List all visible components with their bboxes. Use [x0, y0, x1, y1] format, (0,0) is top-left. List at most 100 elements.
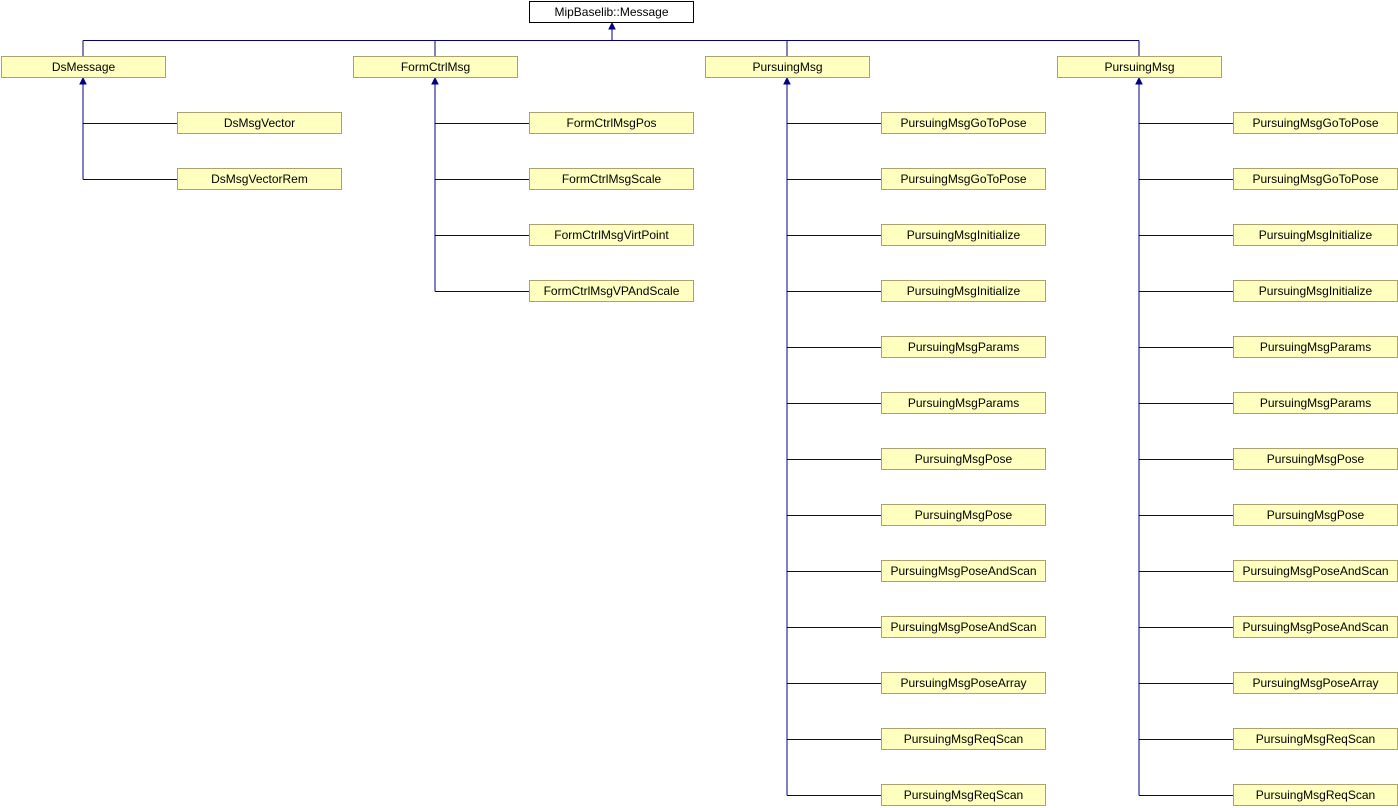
child-class-node-3-3[interactable]: PursuingMsgInitialize: [1233, 280, 1398, 302]
child-class-node-2-3-label: PursuingMsgInitialize: [907, 284, 1021, 298]
root-arrowhead: [608, 21, 616, 30]
child-class-node-2-8[interactable]: PursuingMsgPoseAndScan: [881, 560, 1046, 582]
child-class-node-1-3-box: [529, 280, 694, 302]
child-class-node-1-0-label: FormCtrlMsgPos: [566, 116, 656, 130]
child-class-node-3-2-label: PursuingMsgInitialize: [1259, 228, 1373, 242]
child-class-node-2-1-label: PursuingMsgGoToPose: [900, 172, 1026, 186]
child-class-node-1-3-label: FormCtrlMsgVPAndScale: [544, 284, 680, 298]
child-class-node-1-2[interactable]: FormCtrlMsgVirtPoint: [529, 224, 694, 246]
child-class-node-3-3-label: PursuingMsgInitialize: [1259, 284, 1373, 298]
child-class-node-2-7[interactable]: PursuingMsgPose: [881, 504, 1046, 526]
child-class-node-3-10-label: PursuingMsgPoseArray: [1252, 676, 1378, 690]
child-class-node-2-2[interactable]: PursuingMsgInitialize: [881, 224, 1046, 246]
parent-class-node-2[interactable]: PursuingMsg: [705, 56, 870, 78]
parent-class-node-1[interactable]: FormCtrlMsg: [353, 56, 518, 78]
child-class-node-2-0[interactable]: PursuingMsgGoToPose: [881, 112, 1046, 134]
child-class-node-2-9-label: PursuingMsgPoseAndScan: [890, 620, 1036, 634]
child-class-node-2-6[interactable]: PursuingMsgPose: [881, 448, 1046, 470]
parent-arrowhead-1: [431, 76, 439, 85]
parent-class-node-2-box: [705, 56, 870, 78]
parent-arrowhead-0: [79, 76, 87, 85]
parent-class-node-3-box: [1057, 56, 1222, 78]
root-class-node-box: [529, 1, 694, 23]
child-class-node-2-3[interactable]: PursuingMsgInitialize: [881, 280, 1046, 302]
child-class-node-3-6[interactable]: PursuingMsgPose: [1233, 448, 1398, 470]
child-class-node-2-6-label: PursuingMsgPose: [915, 452, 1013, 466]
child-class-node-0-1-box: [177, 168, 342, 190]
child-class-node-1-0[interactable]: FormCtrlMsgPos: [529, 112, 694, 134]
parent-class-node-0[interactable]: DsMessage: [1, 56, 166, 78]
child-class-node-2-6-box: [881, 448, 1046, 470]
child-class-node-1-2-label: FormCtrlMsgVirtPoint: [554, 228, 669, 242]
child-class-node-3-12[interactable]: PursuingMsgReqScan: [1233, 784, 1398, 806]
child-class-node-2-0-label: PursuingMsgGoToPose: [900, 116, 1026, 130]
child-class-node-2-10[interactable]: PursuingMsgPoseArray: [881, 672, 1046, 694]
child-class-node-2-2-box: [881, 224, 1046, 246]
child-class-node-2-1-box: [881, 168, 1046, 190]
inheritance-edges: [79, 21, 1233, 796]
child-class-node-2-2-label: PursuingMsgInitialize: [907, 228, 1021, 242]
parent-arrowhead-2: [783, 76, 791, 85]
child-class-node-3-7[interactable]: PursuingMsgPose: [1233, 504, 1398, 526]
child-class-node-1-2-box: [529, 224, 694, 246]
child-class-node-2-3-box: [881, 280, 1046, 302]
child-class-node-3-1[interactable]: PursuingMsgGoToPose: [1233, 168, 1398, 190]
root-class-node-label: MipBaselib::Message: [554, 5, 668, 19]
child-class-node-3-9-label: PursuingMsgPoseAndScan: [1242, 620, 1388, 634]
parent-class-node-0-box: [1, 56, 166, 78]
child-class-node-2-8-box: [881, 560, 1046, 582]
child-class-node-3-11-label: PursuingMsgReqScan: [1256, 732, 1375, 746]
child-class-node-2-9-box: [881, 616, 1046, 638]
child-class-node-1-1-box: [529, 168, 694, 190]
child-class-node-2-4-box: [881, 336, 1046, 358]
child-class-node-2-0-box: [881, 112, 1046, 134]
child-class-node-3-0-label: PursuingMsgGoToPose: [1252, 116, 1378, 130]
child-class-node-3-5-label: PursuingMsgParams: [1260, 396, 1371, 410]
child-class-node-3-10[interactable]: PursuingMsgPoseArray: [1233, 672, 1398, 694]
child-class-node-2-4-label: PursuingMsgParams: [908, 340, 1019, 354]
child-class-node-0-0-box: [177, 112, 342, 134]
parent-class-node-1-label: FormCtrlMsg: [401, 60, 470, 74]
child-class-node-2-11-box: [881, 728, 1046, 750]
child-class-node-1-0-box: [529, 112, 694, 134]
child-class-node-2-10-label: PursuingMsgPoseArray: [900, 676, 1026, 690]
parent-class-node-3-label: PursuingMsg: [1104, 60, 1174, 74]
child-class-node-3-2[interactable]: PursuingMsgInitialize: [1233, 224, 1398, 246]
child-class-node-2-5[interactable]: PursuingMsgParams: [881, 392, 1046, 414]
child-class-node-3-1-label: PursuingMsgGoToPose: [1252, 172, 1378, 186]
child-class-node-2-1[interactable]: PursuingMsgGoToPose: [881, 168, 1046, 190]
child-class-node-3-0[interactable]: PursuingMsgGoToPose: [1233, 112, 1398, 134]
child-class-node-2-11[interactable]: PursuingMsgReqScan: [881, 728, 1046, 750]
child-class-node-3-8-label: PursuingMsgPoseAndScan: [1242, 564, 1388, 578]
child-class-node-2-12[interactable]: PursuingMsgReqScan: [881, 784, 1046, 806]
child-class-node-3-11[interactable]: PursuingMsgReqScan: [1233, 728, 1398, 750]
parent-class-node-2-label: PursuingMsg: [752, 60, 822, 74]
child-class-node-2-4[interactable]: PursuingMsgParams: [881, 336, 1046, 358]
child-class-node-2-7-label: PursuingMsgPose: [915, 508, 1013, 522]
child-class-node-1-1[interactable]: FormCtrlMsgScale: [529, 168, 694, 190]
child-class-node-1-3[interactable]: FormCtrlMsgVPAndScale: [529, 280, 694, 302]
child-class-node-3-7-label: PursuingMsgPose: [1267, 508, 1365, 522]
parent-class-node-3[interactable]: PursuingMsg: [1057, 56, 1222, 78]
child-class-node-0-1[interactable]: DsMsgVectorRem: [177, 168, 342, 190]
child-class-node-3-4[interactable]: PursuingMsgParams: [1233, 336, 1398, 358]
child-class-node-3-8[interactable]: PursuingMsgPoseAndScan: [1233, 560, 1398, 582]
child-class-node-0-0-label: DsMsgVector: [224, 116, 295, 130]
child-class-node-2-12-box: [881, 784, 1046, 806]
child-class-node-2-10-box: [881, 672, 1046, 694]
child-class-node-2-7-box: [881, 504, 1046, 526]
child-class-node-3-12-label: PursuingMsgReqScan: [1256, 788, 1375, 802]
child-class-node-2-8-label: PursuingMsgPoseAndScan: [890, 564, 1036, 578]
child-class-node-2-5-box: [881, 392, 1046, 414]
parent-class-node-0-label: DsMessage: [52, 60, 116, 74]
child-class-node-0-0[interactable]: DsMsgVector: [177, 112, 342, 134]
child-class-node-3-9[interactable]: PursuingMsgPoseAndScan: [1233, 616, 1398, 638]
child-class-node-2-11-label: PursuingMsgReqScan: [904, 732, 1023, 746]
root-class-node[interactable]: MipBaselib::Message: [529, 1, 694, 23]
child-class-node-1-1-label: FormCtrlMsgScale: [562, 172, 662, 186]
child-class-node-3-5[interactable]: PursuingMsgParams: [1233, 392, 1398, 414]
child-class-node-2-5-label: PursuingMsgParams: [908, 396, 1019, 410]
child-class-node-2-9[interactable]: PursuingMsgPoseAndScan: [881, 616, 1046, 638]
